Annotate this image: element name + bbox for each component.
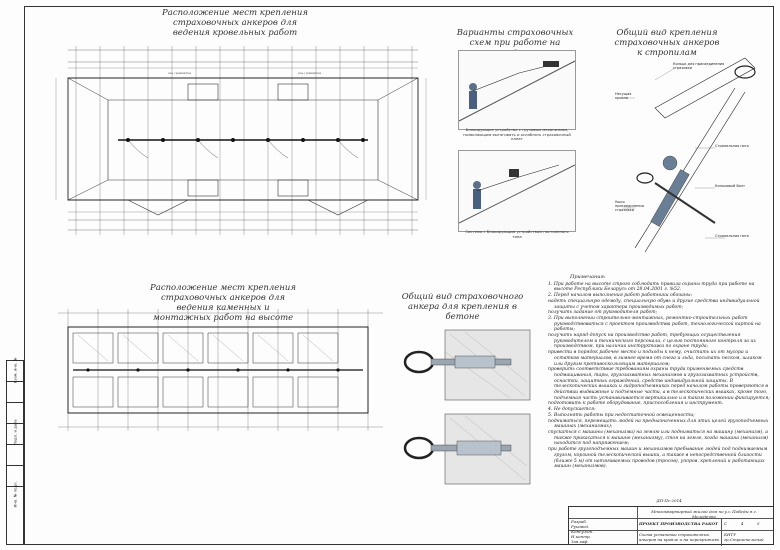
drawing-frame (24, 6, 774, 545)
rafter-label-leg: Стропильная нога (715, 144, 749, 148)
note-line: 3. При выполнении строительно-монтажных,… (548, 315, 761, 333)
rafter-label-bolt: Коньковый болт (715, 184, 746, 188)
side-stamp-label: Подп. и дата (12, 419, 18, 446)
side-stamp-cell (7, 424, 23, 445)
note-line: при работе грузоподъемных машин и механи… (548, 447, 768, 470)
concrete-title: Общий вид страховочного анкера для крепл… (401, 292, 524, 322)
note-line: 1. При работе на высоте строго соблюдать… (548, 281, 755, 293)
side-stamp-label: Инв. № подл. (12, 481, 18, 508)
note-line: 2. Перед началом выполнения работ работн… (548, 293, 693, 299)
title-block-sheet: 4 (741, 521, 744, 526)
title-block-sheets: 5 (757, 521, 760, 526)
title-block-stage: С (724, 521, 728, 526)
note-line: привести в порядок рабочее место и подхо… (548, 350, 762, 367)
title-block-roles: Разраб. Руковод. Консульт. Н.контр. Зав.… (571, 519, 594, 544)
rafter-label-rafter: Несущая кровля (615, 92, 632, 100)
side-stamp-cell (7, 445, 23, 466)
roof-anchors-title: Расположение мест крепления страховочных… (162, 8, 308, 38)
svg-text:ось / разметка: ось / разметка (298, 71, 321, 75)
title-block-drawing-name: Схема установки страховочных анкеров на … (639, 532, 719, 542)
rafter-label-leg2: Стропильная нога (715, 234, 749, 238)
side-stamp-cell (7, 466, 23, 487)
side-stamp-cell (7, 403, 23, 424)
concrete-anchor-drawing (395, 322, 535, 492)
title-block-role: Зав.каф. (571, 539, 589, 544)
note-line: спускаться с машины (механизма) на землю… (548, 429, 769, 447)
masonry-plan-drawing (48, 305, 393, 435)
title-block-code: ДП-Пс-2014 (656, 498, 682, 503)
side-stamp-cell (7, 382, 23, 403)
notes-title: Примечания: (570, 274, 606, 280)
side-stamp-labels: Инв. № подл. Подп. и дата Взам. инв. № (13, 358, 18, 508)
title-block-role: Консульт. (571, 529, 594, 534)
rafter-anchor-drawing: Кольцо для присоединения страховки Несущ… (615, 48, 765, 253)
note-line: 4. Не допускается: (548, 407, 596, 413)
note-line: подготовить к работе оборудование, присп… (548, 401, 724, 407)
note-line: подниматься, перемещать людей на предназ… (548, 418, 769, 430)
side-stamp-cell (7, 361, 23, 382)
svg-text:ось / разметка: ось / разметка (168, 71, 191, 75)
title-block: ДП-Пс-2014 Многоквартирный жилой дом по … (568, 498, 774, 546)
title-block-role: Руковод. (571, 524, 590, 529)
title-block-role: Разраб. (571, 519, 587, 524)
title-block-org: БНТУ гр.Строительный (724, 532, 764, 542)
note-line: проверить соответствие требованиям охран… (548, 367, 770, 401)
scheme-caption-2: Система с блокирующим устройством постоя… (465, 229, 569, 239)
masonry-title: Расположение мест крепления страховочных… (150, 283, 296, 323)
notes-block: Примечания: 1. При работе на высоте стро… (548, 274, 770, 515)
note-line: 5. Выполнять работы при недостаточной ос… (548, 412, 695, 418)
scheme-caption-1: Блокирующее устройство с грузовым механи… (463, 127, 571, 142)
side-stamp-label: Взам. инв. № (12, 357, 18, 384)
rafter-label-ring: Кольцо для присоединения страховки (673, 62, 725, 70)
rafter-title: Общий вид крепления страховочных анкеров… (614, 28, 720, 58)
scheme-photo-1 (458, 50, 576, 130)
side-stamp (6, 360, 24, 545)
rafter-label-ring2: Ушко присоединения страховки (615, 200, 644, 212)
roof-plan-drawing: ось / разметка ось / разметка (48, 40, 433, 240)
scheme-photo-2 (458, 150, 576, 232)
title-block-project: Многоквартирный жилой дом по ул. Победы … (651, 509, 757, 519)
title-block-role: Н.контр. (571, 534, 591, 539)
note-line: получить задание от руководителя работ; (548, 310, 658, 316)
note-line: получить наряд-допуск на производство ра… (548, 333, 756, 350)
title-block-sheet-name: ПРОЕКТ ПРОИЗВОДСТВА РАБОТ (639, 521, 719, 526)
note-line: надеть специальную одежду, специальную о… (548, 298, 760, 310)
